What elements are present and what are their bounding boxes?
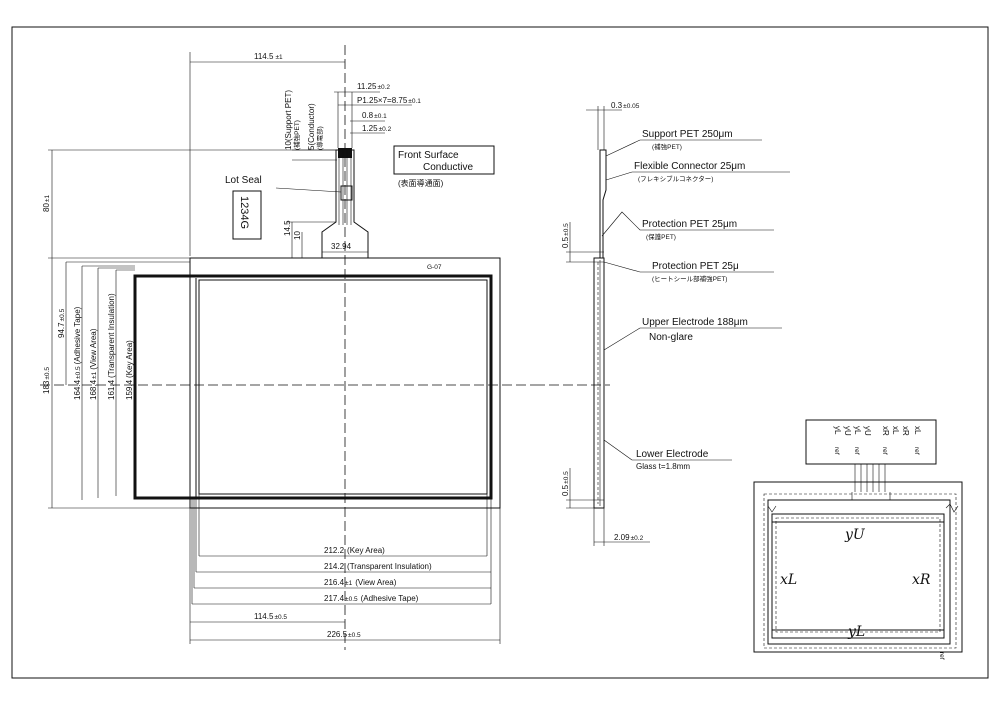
dim-conductor-jp: (導電部) <box>315 126 324 150</box>
dim-adhesive-height: 164.4±0.5(Adhesive Tape) <box>73 306 82 400</box>
front-view: G-07 Lot Seal 1234G Front Surface Conduc… <box>40 45 535 650</box>
label-protection-pet-2-jp: (ヒートシール部補強PET) <box>652 274 727 283</box>
label-upper-electrode-sub: Non-glare <box>649 332 693 343</box>
svg-text:ref: ref <box>913 447 920 455</box>
dim-side-left-2: 0.5±0.5 <box>561 471 570 496</box>
dim-view-height: 168.4±1(View Area) <box>89 328 98 400</box>
label-flex-connector: Flexible Connector 25μm <box>634 161 745 172</box>
front-surface-box <box>393 145 495 175</box>
pin-label-xR: xR <box>901 426 910 436</box>
conductor-block <box>338 148 352 158</box>
svg-text:ref: ref <box>853 447 860 455</box>
dim-neck-10: 10 <box>293 231 302 240</box>
label-protection-pet: Protection PET 25μm <box>642 219 737 230</box>
electrode-label-top: yU <box>844 527 866 543</box>
dim-half-height: 94.7±0.5 <box>57 308 66 338</box>
dim-side-top: 0.3±0.05 <box>611 101 640 110</box>
dim-conductor: 5(Conductor) <box>307 103 316 150</box>
front-surface-title: Front Surface <box>398 150 459 161</box>
schematic-active-area <box>771 513 945 639</box>
dim-key-height: 159.4(Key Area) <box>125 340 134 400</box>
panel-outline <box>189 257 501 509</box>
dim-total-height: 183±0.5 <box>42 367 51 394</box>
wiring-schematic: xR xL yU yL xR xL yU yL ref ref ref ref … <box>753 419 963 660</box>
label-protection-pet-2: Protection PET 25μ <box>652 261 739 272</box>
dim-connector-width: 11.25±0.2 <box>357 82 390 91</box>
svg-text:ref: ref <box>833 447 840 455</box>
view-area-frame <box>133 274 493 500</box>
pin-label-yU: yU <box>863 426 872 436</box>
dim-lead-gap: 1.25±0.2 <box>362 124 392 133</box>
key-area-frame <box>198 279 488 495</box>
flex-connector-side <box>599 149 607 258</box>
lot-example: 1234G <box>238 196 250 229</box>
label-lower-electrode: Lower Electrode <box>636 449 709 460</box>
label-flex-connector-jp: (フレキシブルコネクター) <box>638 174 713 183</box>
glass-layer <box>593 257 605 509</box>
side-view: 0.3±0.05 0.5±0.5 0.5±0.5 2.09±0.2 Suppor… <box>535 101 790 546</box>
schematic-panel <box>767 499 951 645</box>
dim-support-pet: 10(Support PET) <box>284 90 293 150</box>
electrode-label-bottom: yL <box>847 624 865 640</box>
dim-neck-width: 32.94 <box>331 242 352 251</box>
dim-bottom-half-width: 114.5±0.5 <box>254 612 287 621</box>
dim-neck-145: 14.5 <box>283 220 292 236</box>
dim-lead-width: 0.8±0.1 <box>362 111 387 120</box>
ref-label: ref <box>938 652 945 660</box>
dim-adhesive-width: 217.4±0.5(Adhesive Tape) <box>324 594 419 603</box>
lot-seal-box <box>340 185 353 201</box>
dim-top-half-width: 114.5±1 <box>254 52 283 61</box>
panel-marking: G-07 <box>427 264 442 271</box>
dim-pitch: P1.25×7=8.75±0.1 <box>357 96 421 105</box>
front-surface-subtitle: Conductive <box>423 162 473 173</box>
label-lower-electrode-sub: Glass t=1.8mm <box>636 462 690 471</box>
label-upper-electrode: Upper Electrode 188μm <box>642 317 748 328</box>
front-surface-jp: (表面導通面) <box>398 178 444 188</box>
dim-side-left-1: 0.5±0.5 <box>561 223 570 248</box>
pin-label-yU-2: yU <box>843 426 852 436</box>
lot-seal-label: Lot Seal <box>225 175 262 186</box>
sheet-border <box>11 26 989 679</box>
electrode-label-left: xL <box>780 572 797 588</box>
svg-text:ref: ref <box>881 447 888 455</box>
dim-key-width: 212.2(Key Area) <box>324 546 385 555</box>
label-support-pet: Support PET 250μm <box>642 129 733 140</box>
dim-insulation-height: 161.4(Transparent Insulation) <box>107 293 116 400</box>
pin-label-xL: xL <box>891 426 900 435</box>
dim-support-pet-jp: (補強PET) <box>292 120 301 150</box>
pin-label-xL-2: xL <box>913 426 922 435</box>
schematic-outline <box>753 481 963 653</box>
pin-label-yL-2: yL <box>833 426 842 435</box>
pin-label-xR-2: xR <box>881 426 890 436</box>
dim-side-bottom: 2.09±0.2 <box>614 533 644 542</box>
label-protection-pet-jp: (保護PET) <box>646 232 676 241</box>
dim-insulation-width: 214.2(Transparent Insulation) <box>324 562 432 571</box>
lot-example-box <box>232 190 262 240</box>
pin-label-yL: yL <box>853 426 862 435</box>
electrode-label-right: xR <box>912 572 931 588</box>
label-support-pet-jp: (補強PET) <box>652 142 682 151</box>
dim-view-width: 216.4±1(View Area) <box>324 578 397 587</box>
dim-tail-height: 80±1 <box>42 195 51 212</box>
dim-total-width: 226.5±0.5 <box>327 630 361 639</box>
pin-label-box <box>805 419 937 465</box>
